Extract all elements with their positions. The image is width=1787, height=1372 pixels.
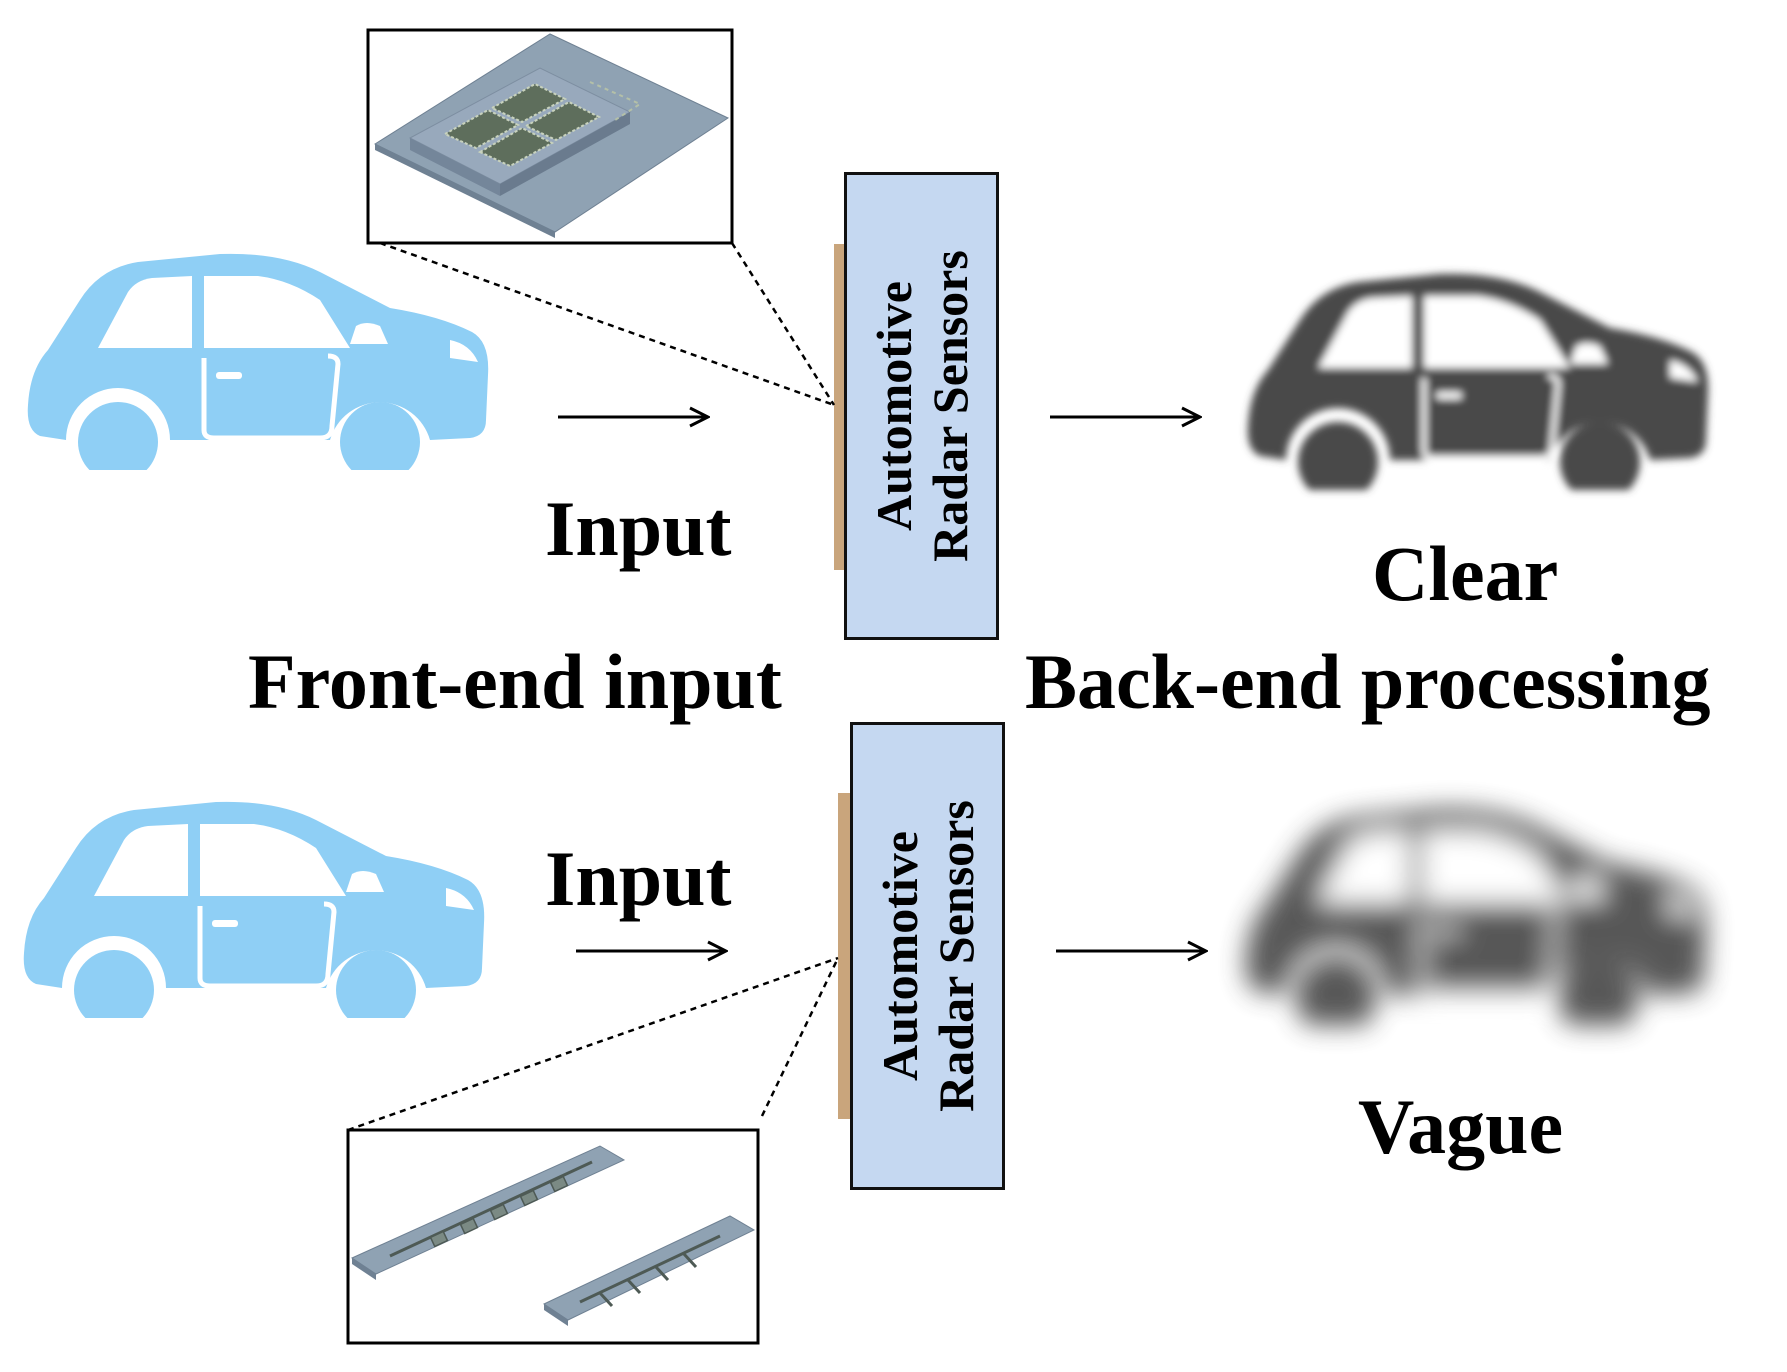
sensor-label-line2: Radar Sensors bbox=[921, 250, 978, 562]
sensor-edge-strip bbox=[838, 793, 850, 1119]
input-label-bottom: Input bbox=[545, 835, 732, 922]
sensor-label-line2: Radar Sensors bbox=[927, 800, 984, 1112]
radar-sensor-box-bottom: Automotive Radar Sensors bbox=[850, 722, 1005, 1190]
series-fed-antenna-inset-icon bbox=[350, 1145, 756, 1326]
callout-line bbox=[347, 956, 839, 1132]
output-car-vague-icon bbox=[1246, 809, 1706, 1037]
input-label-top: Input bbox=[545, 485, 732, 572]
patch-antenna-inset-icon bbox=[373, 33, 730, 238]
result-label-vague: Vague bbox=[1358, 1083, 1564, 1170]
sensor-edge-strip bbox=[834, 244, 846, 570]
front-end-section-label: Front-end input bbox=[248, 638, 782, 725]
radar-sensor-box-top: Automotive Radar Sensors bbox=[844, 172, 999, 640]
output-car-clear-icon bbox=[1248, 274, 1708, 502]
callout-line bbox=[760, 957, 840, 1117]
input-car-bottom-icon bbox=[24, 802, 484, 1030]
sensor-label-line1: Automotive bbox=[871, 831, 928, 1081]
callout-line bbox=[730, 242, 836, 406]
input-car-top-icon bbox=[28, 254, 488, 482]
callout-line bbox=[379, 241, 835, 407]
result-label-clear: Clear bbox=[1372, 530, 1559, 617]
sensor-label-line1: Automotive bbox=[865, 281, 922, 531]
back-end-section-label: Back-end processing bbox=[1025, 638, 1711, 725]
